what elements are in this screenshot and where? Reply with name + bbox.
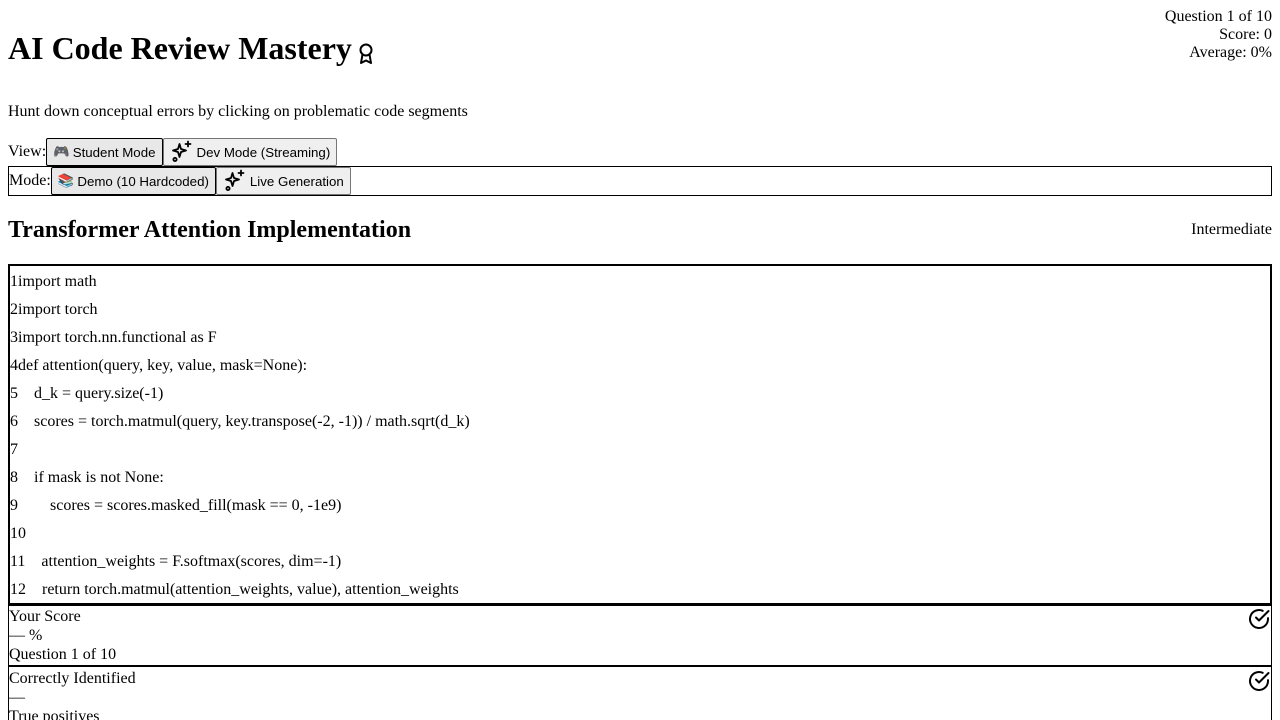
dev-mode-button[interactable]: Dev Mode (Streaming) (162, 138, 338, 166)
score-card-value: — % (9, 627, 43, 644)
correct-card-label: Correctly Identified (9, 670, 136, 687)
check-circle-icon (1247, 669, 1271, 693)
live-generation-button[interactable]: Live Generation (215, 167, 351, 195)
score-card: Your Score — % Question 1 of 10 (8, 603, 1272, 667)
line-number: 12 (10, 581, 26, 598)
code-line[interactable]: 11 attention_weights = F.softmax(scores,… (10, 548, 1270, 576)
view-switch: View: 🎮 Student Mode Dev Mode (Streaming… (8, 138, 338, 166)
code-text: return torch.matmul(attention_weights, v… (26, 581, 459, 598)
line-number: 3 (10, 329, 18, 346)
student-mode-label: Student Mode (72, 144, 156, 160)
difficulty-badge: Intermediate (1191, 221, 1272, 238)
page-title-text: AI Code Review Mastery (8, 30, 352, 66)
page-subtitle: Hunt down conceptual errors by clicking … (8, 103, 468, 120)
line-number: 1 (10, 273, 18, 290)
code-line[interactable]: 2import torch (10, 296, 1270, 324)
code-line[interactable]: 9 scores = scores.masked_fill(mask == 0,… (10, 492, 1270, 520)
code-text: def attention(query, key, value, mask=No… (18, 357, 308, 374)
code-text: d_k = query.size(-1) (18, 385, 164, 402)
award-icon (354, 36, 378, 64)
student-mode-button[interactable]: 🎮 Student Mode (46, 138, 163, 166)
code-line[interactable]: 4def attention(query, key, value, mask=N… (10, 352, 1270, 380)
line-number: 7 (10, 441, 18, 458)
line-number: 8 (10, 469, 18, 486)
code-text: scores = scores.masked_fill(mask == 0, -… (18, 497, 342, 514)
score-card-label: Your Score (9, 608, 81, 625)
code-line[interactable]: 12 return torch.matmul(attention_weights… (10, 576, 1270, 604)
code-text: import math (18, 273, 97, 290)
line-number: 4 (10, 357, 18, 374)
code-line[interactable]: 5 d_k = query.size(-1) (10, 380, 1270, 408)
quiz-stats: Question 1 of 10 Score: 0 Average: 0% (1165, 8, 1272, 62)
code-line[interactable]: 1import math (10, 268, 1270, 296)
gamepad-icon: 🎮 (53, 144, 70, 159)
line-number: 10 (10, 525, 26, 542)
code-line[interactable]: 8 if mask is not None: (10, 464, 1270, 492)
check-circle-icon (1247, 607, 1271, 631)
code-line[interactable]: 6 scores = torch.matmul(query, key.trans… (10, 408, 1270, 436)
books-icon: 📚 (57, 173, 75, 188)
correct-card: Correctly Identified — True positives (8, 665, 1272, 720)
correct-card-value: — (9, 689, 25, 706)
code-block: 1import math 2import torch 3import torch… (8, 264, 1272, 606)
demo-mode-button[interactable]: 📚 Demo (10 Hardcoded) (50, 167, 216, 195)
average-counter: Average: 0% (1189, 44, 1272, 61)
mode-label: Mode: (9, 172, 51, 189)
code-text: scores = torch.matmul(query, key.transpo… (18, 413, 470, 430)
correct-card-sub: True positives (9, 708, 100, 720)
code-line[interactable]: 7 (10, 436, 1270, 464)
score-card-sub: Question 1 of 10 (9, 646, 117, 663)
demo-mode-label: Demo (10 Hardcoded) (77, 173, 209, 189)
line-number: 6 (10, 413, 18, 430)
view-label: View: (8, 143, 47, 160)
page-title: AI Code Review Mastery (8, 26, 378, 70)
code-text: if mask is not None: (18, 469, 164, 486)
mode-switch: Mode: 📚 Demo (10 Hardcoded) Live Generat… (8, 166, 1272, 196)
sparkles-icon (170, 139, 194, 166)
code-text: import torch (18, 301, 98, 318)
code-text: import torch.nn.functional as F (18, 329, 217, 346)
sparkles-icon (223, 168, 247, 195)
line-number: 5 (10, 385, 18, 402)
code-text: attention_weights = F.softmax(scores, di… (25, 553, 342, 570)
code-line[interactable]: 3import torch.nn.functional as F (10, 324, 1270, 352)
question-counter: Question 1 of 10 (1164, 8, 1272, 25)
line-number: 11 (10, 553, 26, 570)
live-generation-label: Live Generation (249, 173, 344, 189)
question-title: Transformer Attention Implementation (8, 217, 412, 243)
line-number: 2 (10, 301, 18, 318)
score-counter: Score: 0 (1219, 26, 1272, 43)
dev-mode-label: Dev Mode (Streaming) (196, 144, 331, 160)
line-number: 9 (10, 497, 18, 514)
code-line[interactable]: 10 (10, 520, 1270, 548)
